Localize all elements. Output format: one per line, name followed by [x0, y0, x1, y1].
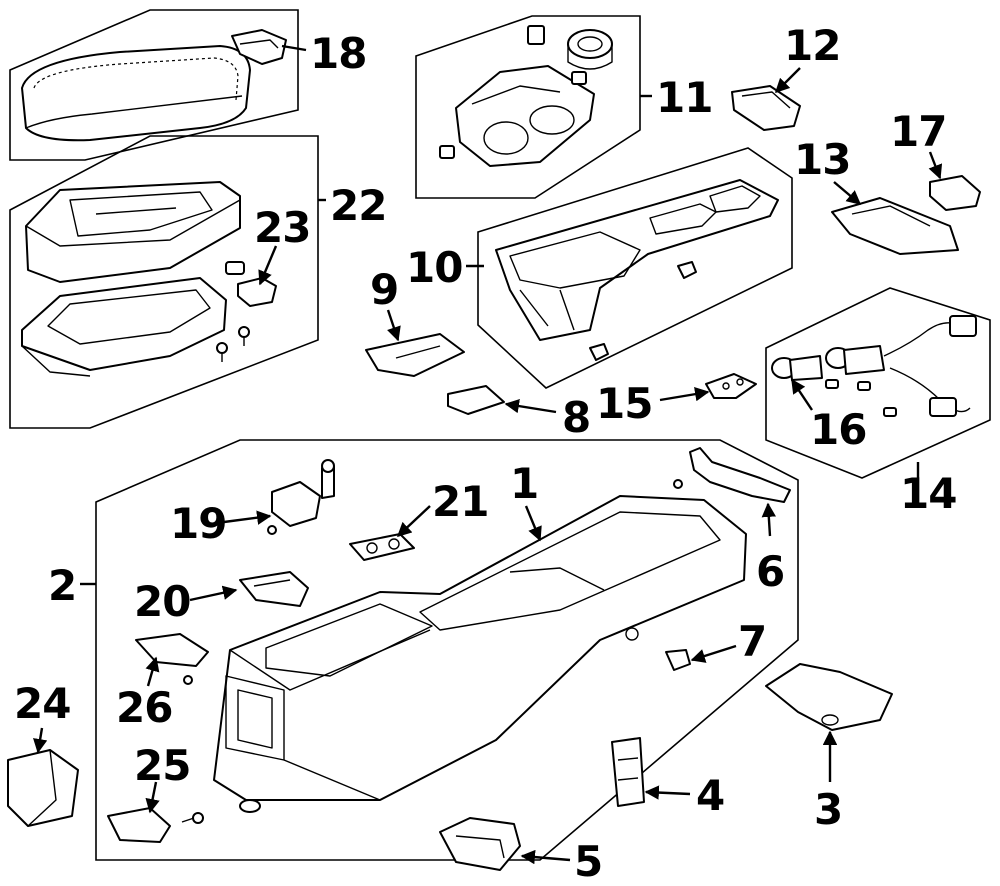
callout-11: 11 [656, 73, 712, 122]
leader-17 [928, 151, 943, 180]
group-frame-18 [9, 9, 299, 161]
bracket-6 [673, 447, 791, 503]
callout-21: 21 [432, 477, 488, 526]
bracket-3 [765, 663, 893, 731]
callout-3: 3 [814, 785, 842, 834]
leader-23 [258, 245, 278, 286]
callout-2: 2 [48, 561, 76, 610]
callout-25: 25 [134, 741, 190, 790]
console-foot [239, 799, 261, 813]
cup-holder [455, 65, 595, 167]
callout-6: 6 [756, 547, 784, 596]
callout-8: 8 [562, 393, 590, 442]
lighter-socket [771, 345, 885, 381]
leader-20 [189, 585, 238, 602]
leader-15 [659, 387, 710, 402]
leader-21 [396, 505, 431, 537]
console-box-upper [25, 181, 241, 283]
callout-13: 13 [794, 135, 850, 184]
group-frame-22 [9, 135, 319, 429]
leader-9 [386, 309, 401, 342]
pad-8 [447, 385, 505, 415]
console-body [213, 495, 747, 801]
callout-5: 5 [574, 837, 602, 886]
group-frame-2 [95, 439, 799, 861]
callout-1: 1 [510, 459, 538, 508]
callout-4: 4 [696, 771, 724, 820]
clip-7 [665, 649, 691, 671]
leader-4 [644, 785, 691, 800]
callout-7: 7 [738, 617, 766, 666]
callout-15: 15 [596, 379, 652, 428]
switch-12 [731, 85, 801, 131]
callout-22: 22 [330, 181, 386, 230]
leader-8 [504, 398, 557, 414]
bracket-19 [267, 459, 335, 535]
leader-7 [690, 644, 737, 663]
clip-25 [107, 807, 204, 843]
armrest-lid [21, 45, 251, 142]
callout-17: 17 [890, 107, 946, 156]
callout-12: 12 [784, 21, 840, 70]
console-box-lower [21, 277, 227, 377]
leader-1 [524, 505, 542, 542]
group-frame-11 [415, 15, 641, 199]
callout-14: 14 [900, 469, 956, 518]
leader-19 [223, 510, 272, 525]
button-17 [929, 175, 981, 211]
callout-26: 26 [116, 683, 172, 732]
cup-holder-clips [439, 25, 587, 159]
leader-26 [145, 656, 160, 687]
cover-9 [365, 333, 465, 377]
cup-holder-ring [567, 29, 613, 70]
leader-18 [281, 44, 307, 52]
leader-12 [774, 67, 801, 94]
bracket-4 [611, 737, 645, 807]
leader-13 [833, 181, 862, 205]
callout-9: 9 [370, 265, 398, 314]
leader-25 [145, 781, 160, 814]
callout-18: 18 [310, 29, 366, 78]
pocket-24 [7, 749, 79, 827]
group-frame-10 [477, 147, 793, 389]
callout-16: 16 [810, 405, 866, 454]
callout-23: 23 [254, 203, 310, 252]
panel-clips [589, 261, 697, 361]
bracket-20 [239, 571, 309, 607]
leader-6 [761, 502, 776, 537]
switch-15 [705, 373, 757, 399]
leader-16 [791, 378, 813, 411]
pad-21 [349, 533, 415, 561]
callout-10: 10 [406, 243, 462, 292]
bracket-5 [439, 817, 521, 871]
leader-24 [33, 727, 48, 754]
wire-harness [825, 315, 977, 417]
lid-latch [231, 29, 287, 65]
bracket-26 [135, 633, 209, 685]
bracket-13 [831, 197, 959, 255]
callout-20: 20 [134, 577, 190, 626]
callout-24: 24 [14, 679, 70, 728]
callout-19: 19 [170, 499, 226, 548]
group-frame-14 [765, 287, 991, 479]
console-panel [495, 179, 779, 341]
leader-5 [520, 849, 571, 865]
